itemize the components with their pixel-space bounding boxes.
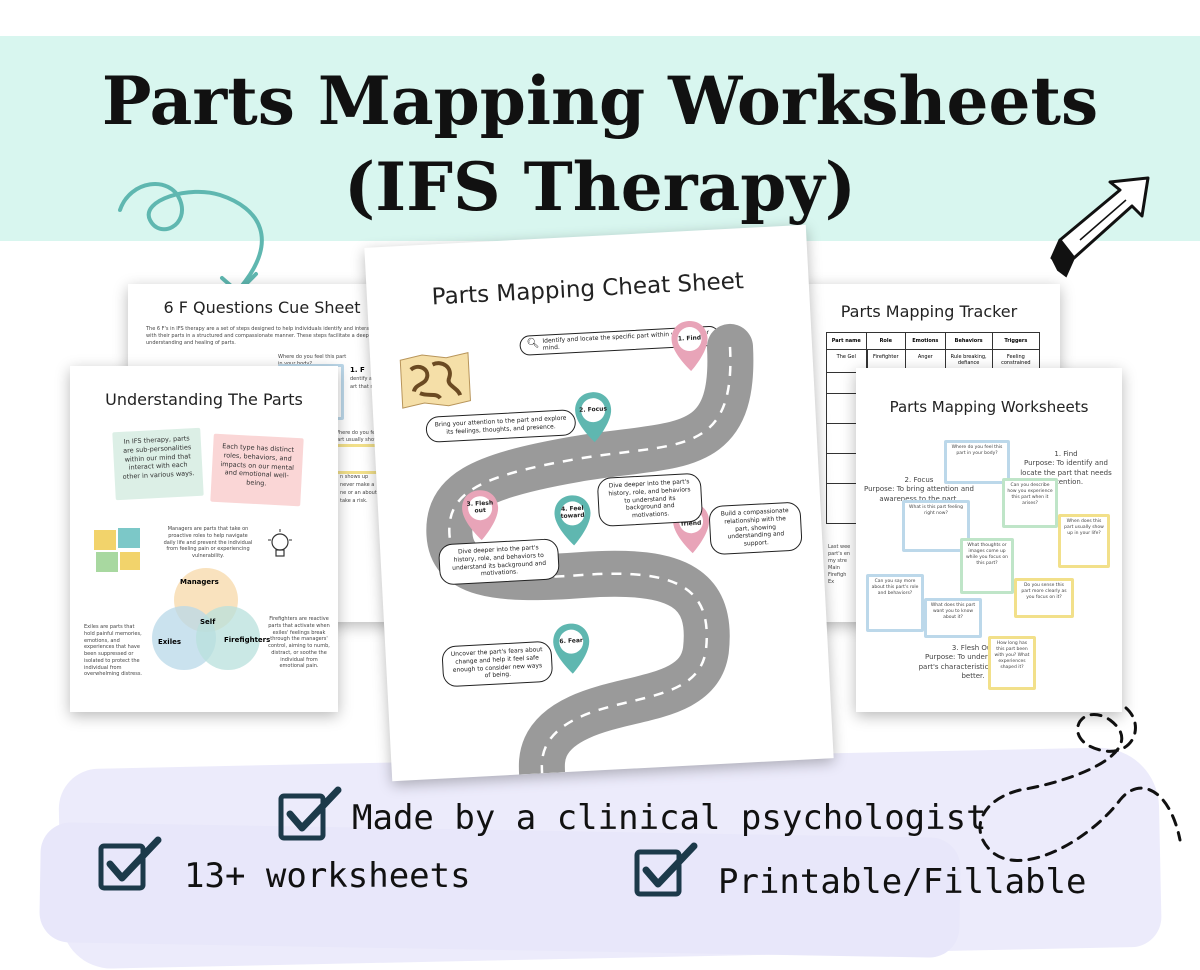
dashed-trail-icon	[978, 698, 1182, 862]
worksheets-page: Parts Mapping Worksheets Where do you fe…	[856, 368, 1122, 712]
feature-worksheets: 13+ worksheets	[184, 856, 471, 896]
venn-self: Self	[200, 618, 216, 626]
tracker-side-3: my stre	[828, 558, 848, 564]
cue-sheet-title: 6 F Questions Cue Sheet	[163, 298, 361, 317]
ws-q-what: What does this part want you to know abo…	[930, 603, 976, 621]
puzzle-icon	[94, 528, 140, 572]
cue-sheet-intro: The 6 F's in IFS therapy are a set of st…	[146, 326, 374, 346]
cue-frag2: art that needs	[350, 384, 386, 390]
bubble-feel-toward: Dive deeper into the part's history, rol…	[596, 472, 704, 528]
cue-frag7: take a risk.	[340, 498, 368, 504]
ws-box-when: When does this part usually show up in y…	[1058, 514, 1110, 568]
tracker-col-emotions: Emotions	[906, 333, 946, 349]
tracker-header-row: Part name Role Emotions Behaviors Trigge…	[827, 333, 1039, 350]
ws-q-describe: Can you describe how you experience this…	[1007, 483, 1053, 507]
treasure-map-icon	[399, 352, 471, 409]
firefighters-desc: Firefighters are reactive parts that act…	[268, 616, 330, 670]
tracker-col-behaviors: Behaviors	[946, 333, 993, 349]
checkbox-icon	[98, 836, 162, 891]
pin-label: 4. Feel toward	[560, 504, 585, 521]
cue-q1: Where do you feel this part in your body…	[278, 354, 347, 367]
tracker-side-2: part's en	[828, 551, 851, 557]
ws-box-what: What does this part want you to know abo…	[924, 598, 982, 638]
tracker-cell: Feeling constrained	[1001, 354, 1031, 366]
tracker-cell: Firefighter	[867, 350, 907, 372]
lightbulb-icon	[268, 529, 292, 557]
note-pink: Each type has distinct roles, behaviors,…	[210, 433, 304, 507]
tracker-cell: The Gel	[827, 350, 867, 372]
tracker-side-6: Ex	[828, 579, 835, 585]
map-pin-icon	[671, 321, 708, 371]
cue-frag4: n shows up	[340, 474, 369, 480]
ws-focus: 2. Focus Purpose: To bring attention and…	[864, 476, 974, 503]
understanding-title: Understanding The Parts	[105, 390, 303, 409]
map-pin-icon	[575, 392, 612, 443]
tracker-side-4: Main	[828, 565, 840, 571]
ws-box-thoughts: What thoughts or images come up while yo…	[960, 538, 1014, 594]
cue-frag5: never make a	[340, 482, 375, 488]
tracker-col-name: Part name	[827, 333, 867, 349]
checkbox-icon	[634, 842, 698, 897]
cue-frag6: ne or an about	[340, 490, 377, 496]
venn-firefighters: Firefighters	[224, 636, 271, 644]
worksheets-title: Parts Mapping Worksheets	[889, 398, 1089, 416]
ws-box-how: How long has this part been with you? Wh…	[988, 636, 1036, 690]
ws-box-notice: Can you say more about this part's role …	[866, 574, 924, 632]
map-pin-icon	[554, 495, 591, 546]
tracker-title: Parts Mapping Tracker	[840, 302, 1018, 321]
venn-managers: Managers	[180, 578, 219, 586]
bubble-be-friend: Build a compassionate relationship with …	[708, 501, 803, 556]
understanding-page: Understanding The Parts In IFS therapy, …	[70, 366, 338, 712]
map-pin-icon	[462, 490, 499, 541]
header-band	[0, 36, 1200, 241]
tracker-side-5: Firefigh	[828, 572, 847, 578]
ws-q-when: When does this part usually show up in y…	[1064, 519, 1104, 537]
page-title: Parts Mapping Worksheets	[101, 62, 1099, 140]
exiles-desc: Exiles are parts that hold painful memor…	[84, 624, 143, 678]
ws-q-where: Where do you feel this part in your body…	[951, 445, 1003, 457]
ws-find: 1. Find Purpose: To identify and locate …	[1020, 450, 1112, 487]
bubble-flesh-out: Dive deeper into the part's history, rol…	[437, 538, 560, 586]
venn-diagram	[152, 568, 260, 670]
note-teal-text: In IFS therapy, parts are sub-personalit…	[122, 434, 195, 481]
ws-q-notice: Can you say more about this part's role …	[871, 579, 919, 597]
cheat-sheet-page: Parts Mapping Cheat Sheet 🔍︎ Identify an…	[364, 224, 834, 782]
pin-label: 3. Flesh out	[466, 499, 494, 515]
arrow-up-right-icon	[1050, 176, 1150, 278]
ws-q-thoughts: What thoughts or images come up while yo…	[966, 543, 1008, 567]
note-pink-text: Each type has distinct roles, behaviors,…	[220, 442, 295, 488]
managers-desc: Managers are parts that take on proactiv…	[163, 526, 253, 559]
cue-frag1: dentify and	[350, 376, 379, 382]
feature-printable: Printable/Fillable	[718, 862, 1087, 902]
ws-q-feeling: What is this part feeling right now?	[909, 505, 963, 517]
checkbox-icon	[278, 786, 342, 841]
bubble-fear: Uncover the part's fears about change an…	[441, 640, 554, 688]
ws-q-how: How long has this part been with you? Wh…	[994, 641, 1030, 671]
cue-step: 1. F	[350, 366, 365, 374]
ws-box-sense: Do you sense this part more clearly as y…	[1014, 578, 1074, 618]
tracker-col-role: Role	[867, 333, 907, 349]
feature-psychologist: Made by a clinical psychologist	[352, 798, 987, 838]
tracker-side-1: Last wee	[828, 544, 851, 550]
ws-q-sense: Do you sense this part more clearly as y…	[1021, 583, 1067, 601]
tracker-cell: Rule breaking, defiance	[946, 350, 993, 372]
ws-box-where: Where do you feel this part in your body…	[944, 440, 1010, 484]
map-pin-icon	[553, 623, 590, 674]
page-subtitle: (IFS Therapy)	[344, 148, 856, 226]
ws-box-describe: Can you describe how you experience this…	[1002, 478, 1058, 528]
tracker-cell: Anger	[906, 350, 946, 372]
ws-box-feeling: What is this part feeling right now?	[902, 500, 970, 552]
venn-exiles: Exiles	[158, 638, 182, 646]
tracker-col-triggers: Triggers	[1004, 338, 1028, 344]
note-teal: In IFS therapy, parts are sub-personalit…	[112, 427, 204, 501]
